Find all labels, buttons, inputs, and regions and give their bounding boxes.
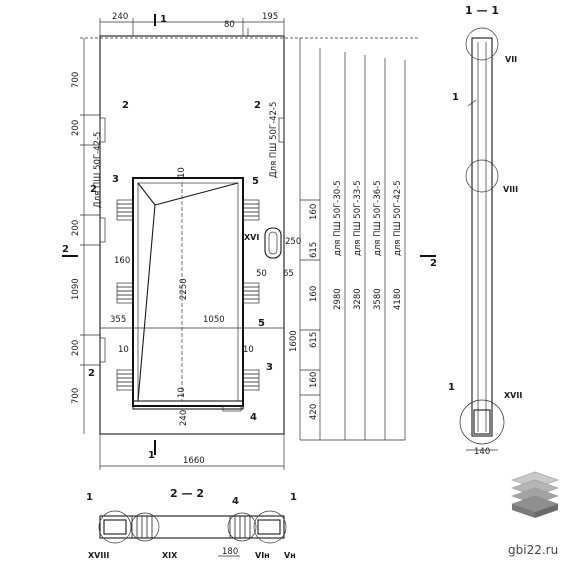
- section-2-2-vi: VIн: [255, 551, 270, 560]
- callout-2-side: 2: [90, 184, 97, 195]
- section-2-2-view: [98, 510, 287, 557]
- dim-top-right: 195: [262, 12, 278, 22]
- height-variant-2-value: 3280: [353, 288, 363, 310]
- dim-2250: 2250: [179, 278, 189, 300]
- dim-10-c: 10: [177, 167, 187, 178]
- dim-left-700-bot: 700: [71, 388, 81, 404]
- callout-3-right: 3: [266, 362, 273, 373]
- section-1-1-title: 1 — 1: [465, 4, 499, 17]
- section-2-2-v: Vн: [284, 551, 296, 560]
- dim-left-200-c: 200: [71, 340, 81, 356]
- height-variant-3-label: для ПШ 50Г-36-5: [373, 180, 383, 256]
- section-1-1-xvii: XVII: [504, 391, 522, 400]
- dim-top-mid: 80: [224, 20, 235, 30]
- callout-3-left: 3: [112, 174, 119, 185]
- anchor-blocks-left: [116, 199, 134, 391]
- main-plan-view: [62, 14, 436, 470]
- dim-355: 355: [110, 315, 126, 325]
- dim-top-left: 240: [112, 12, 128, 22]
- section-mark-1-bottom: 1: [148, 450, 155, 461]
- dim-right-160-b: 160: [309, 286, 319, 302]
- callout-xvi: XVI: [244, 233, 259, 242]
- dim-right-615-a: 615: [309, 242, 319, 258]
- dim-left-200-a: 200: [71, 120, 81, 136]
- edge-plates: [99, 117, 285, 412]
- callout-5-mid: 5: [258, 318, 265, 329]
- section-2-2-callout-4: 4: [232, 496, 239, 507]
- dim-left-1090: 1090: [71, 278, 81, 300]
- watermark-logo-icon: [511, 471, 559, 518]
- dim-left-200-b: 200: [71, 220, 81, 236]
- dim-1050: 1050: [203, 315, 225, 325]
- height-variant-1-label: для ПШ 50Г-30-5: [333, 180, 343, 256]
- dim-left-700-top: 700: [71, 72, 81, 88]
- dim-10-a: 10: [118, 345, 129, 355]
- watermark-text: gbi22.ru: [508, 543, 558, 557]
- section-2-2-xix: XIX: [162, 551, 178, 560]
- section-mark-2-left: 2: [62, 244, 69, 255]
- section-2-2-callout-1-left: 1: [86, 492, 93, 503]
- dim-250: 250: [285, 237, 301, 247]
- dim-right-160-a: 160: [309, 204, 319, 220]
- section-2-2-xviii: XVIII: [88, 551, 109, 560]
- dim-50: 50: [256, 269, 267, 279]
- section-1-1-viii: VIII: [503, 185, 518, 194]
- height-variant-2-label: для ПШ 50Г-33-5: [353, 180, 363, 256]
- anchor-blocks-right: [242, 199, 260, 391]
- height-variant-4-value: 4180: [393, 288, 403, 310]
- height-variant-1-value: 2980: [333, 288, 343, 310]
- lifting-loop: [264, 227, 282, 259]
- section-1-1-callout-1: 1: [452, 92, 459, 103]
- section-mark-1-top: 1: [160, 14, 167, 25]
- section-2-2-callout-1-right: 1: [290, 492, 297, 503]
- section-1-1-callout-1b: 1: [448, 382, 455, 393]
- dim-right-420: 420: [309, 404, 319, 420]
- section-2-2-title: 2 — 2: [170, 487, 204, 500]
- callout-2-right: 2: [254, 100, 261, 111]
- dim-right-160-c: 160: [309, 372, 319, 388]
- dim-160-inner: 160: [114, 256, 130, 266]
- section-1-1-view: [459, 27, 505, 451]
- note-vertical-left: Для ПШ 50Г-42-5: [93, 132, 103, 208]
- callout-2-lower: 2: [88, 368, 95, 379]
- callout-4: 4: [250, 412, 257, 423]
- section-1-1-dim-140: 140: [474, 447, 490, 457]
- dim-65: 65: [283, 269, 294, 279]
- section-mark-2-right: 2: [430, 258, 437, 269]
- height-variant-3-value: 3580: [373, 288, 383, 310]
- callout-5-top: 5: [252, 176, 259, 187]
- section-1-1-vii: VII: [505, 55, 517, 64]
- dim-10-d: 10: [177, 387, 187, 398]
- dim-240-bot: 240: [179, 410, 189, 426]
- dim-10-b: 10: [243, 345, 254, 355]
- note-vertical-right: Для ПШ 50Г-42-5: [269, 102, 279, 178]
- dim-bottom-1660: 1660: [183, 456, 205, 466]
- height-variant-4-label: для ПШ 50Г-42-5: [393, 180, 403, 256]
- dim-right-615-b: 615: [309, 332, 319, 348]
- dim-right-1600: 1600: [289, 330, 299, 352]
- section-2-2-dim-180: 180: [222, 547, 238, 557]
- callout-2-left: 2: [122, 100, 129, 111]
